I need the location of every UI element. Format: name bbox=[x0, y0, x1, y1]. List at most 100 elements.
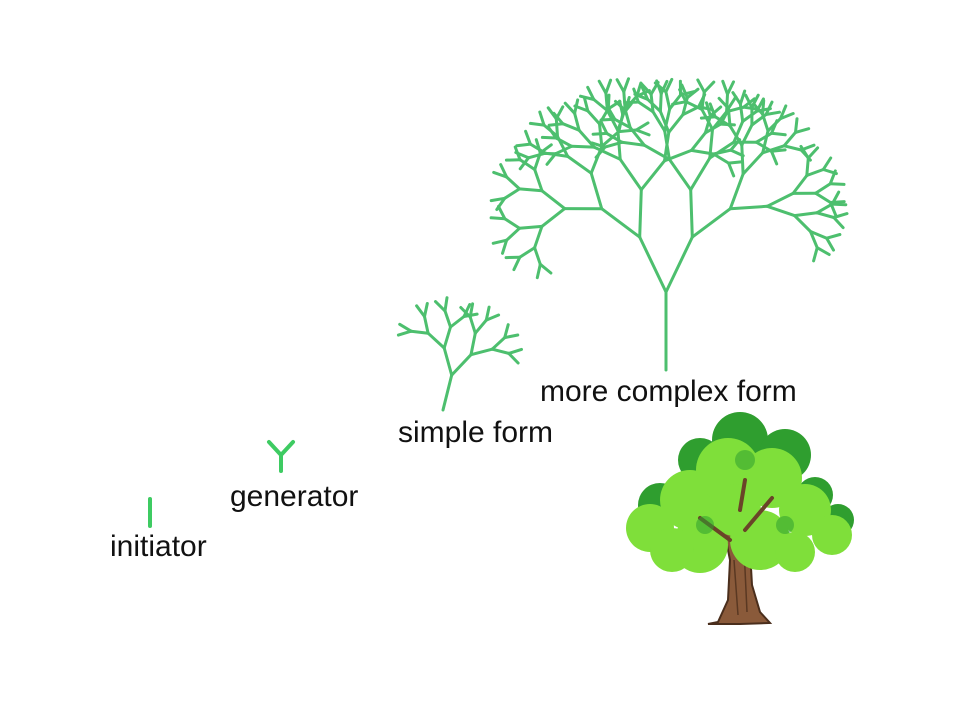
branch-segment bbox=[444, 327, 450, 348]
branch-segment bbox=[796, 119, 798, 133]
branch-segment bbox=[763, 101, 764, 115]
branch-segment bbox=[492, 349, 509, 353]
branch-segment bbox=[625, 102, 639, 103]
branch-segment bbox=[823, 158, 830, 170]
initiator-label: initiator bbox=[110, 532, 207, 562]
branch-segment bbox=[542, 209, 565, 227]
simple-form-label: simple form bbox=[398, 418, 553, 448]
branch-segment bbox=[618, 131, 620, 160]
branch-segment bbox=[575, 100, 578, 113]
branch-segment bbox=[808, 148, 817, 158]
branch-segment bbox=[535, 226, 542, 247]
branch-segment bbox=[517, 144, 531, 146]
branch-segment bbox=[640, 237, 666, 292]
branch-segment bbox=[641, 161, 664, 190]
branch-segment bbox=[832, 204, 846, 205]
branch-segment bbox=[593, 133, 607, 134]
branch-segment bbox=[691, 190, 693, 237]
branch-segment bbox=[624, 92, 625, 110]
branch-segment bbox=[729, 162, 743, 163]
branch-segment bbox=[542, 191, 565, 209]
branch-segment bbox=[793, 176, 807, 194]
branch-segment bbox=[730, 206, 767, 208]
branch-segment bbox=[599, 81, 606, 93]
branch-segment bbox=[807, 158, 809, 176]
branch-segment bbox=[767, 193, 793, 206]
branch-segment bbox=[767, 206, 794, 215]
branch-segment bbox=[666, 92, 670, 109]
branch-segment bbox=[520, 189, 543, 191]
branch-segment bbox=[535, 248, 541, 265]
branch-segment bbox=[509, 349, 522, 353]
branch-segment bbox=[520, 226, 542, 228]
simple-form-tree bbox=[398, 298, 521, 410]
branch-segment bbox=[795, 216, 811, 232]
branch-segment bbox=[742, 145, 743, 174]
branch-segment bbox=[834, 218, 843, 228]
branch-segment bbox=[471, 349, 492, 355]
tree-illustration bbox=[626, 412, 854, 624]
branch-segment bbox=[471, 333, 475, 355]
branch-segment bbox=[443, 375, 452, 410]
branch-segment bbox=[507, 228, 520, 240]
branch-segment bbox=[729, 163, 734, 176]
branch-segment bbox=[740, 91, 744, 104]
branch-segment bbox=[807, 170, 824, 176]
branch-segment bbox=[520, 248, 535, 258]
branch-segment bbox=[691, 158, 710, 190]
branch-segment bbox=[537, 264, 540, 277]
branch-segment bbox=[728, 97, 735, 109]
branch-segment bbox=[588, 111, 600, 124]
branch-segment bbox=[505, 189, 520, 198]
branch-segment bbox=[795, 213, 817, 216]
branch-segment bbox=[624, 79, 629, 92]
branch-segment bbox=[636, 130, 649, 135]
branch-segment bbox=[816, 184, 831, 194]
branch-segment bbox=[743, 153, 763, 174]
branch-segment bbox=[556, 138, 572, 146]
branch-segment bbox=[568, 156, 592, 173]
branch-segment bbox=[565, 103, 574, 113]
branch-segment bbox=[452, 355, 471, 375]
branch-segment bbox=[444, 348, 452, 375]
complex-form-tree bbox=[491, 79, 847, 370]
branch-segment bbox=[451, 317, 465, 328]
branch-segment bbox=[817, 248, 829, 255]
branch-segment bbox=[436, 302, 446, 311]
branch-segment bbox=[425, 317, 429, 334]
branch-segment bbox=[772, 151, 777, 164]
branch-segment bbox=[617, 80, 624, 92]
branch-segment bbox=[445, 298, 447, 311]
branch-segment bbox=[572, 146, 595, 147]
branch-segment bbox=[669, 115, 683, 133]
branch-segment bbox=[830, 184, 844, 185]
branch-segment bbox=[827, 235, 840, 239]
branch-segment bbox=[692, 209, 730, 237]
branch-segment bbox=[400, 324, 411, 331]
branch-segment bbox=[704, 82, 714, 92]
branch-segment bbox=[728, 108, 730, 126]
branch-segment bbox=[556, 119, 557, 137]
branch-segment bbox=[601, 119, 615, 120]
branch-segment bbox=[514, 257, 520, 269]
branch-segment bbox=[428, 333, 444, 348]
branch-segment bbox=[796, 129, 809, 133]
branch-segment bbox=[814, 248, 818, 261]
branch-segment bbox=[784, 146, 801, 150]
branch-segment bbox=[817, 213, 834, 218]
branch-segment bbox=[666, 237, 692, 292]
branch-segment bbox=[816, 193, 831, 202]
branch-segment bbox=[701, 117, 715, 118]
branch-segment bbox=[640, 190, 642, 237]
branch-segment bbox=[505, 219, 520, 229]
branch-segment bbox=[549, 124, 563, 126]
branch-segment bbox=[743, 111, 757, 121]
branch-segment bbox=[691, 133, 705, 151]
branch-segment bbox=[772, 133, 786, 135]
branch-segment bbox=[651, 94, 653, 112]
branch-segment bbox=[827, 238, 834, 250]
branch-segment bbox=[492, 338, 505, 350]
branch-segment bbox=[535, 170, 542, 191]
